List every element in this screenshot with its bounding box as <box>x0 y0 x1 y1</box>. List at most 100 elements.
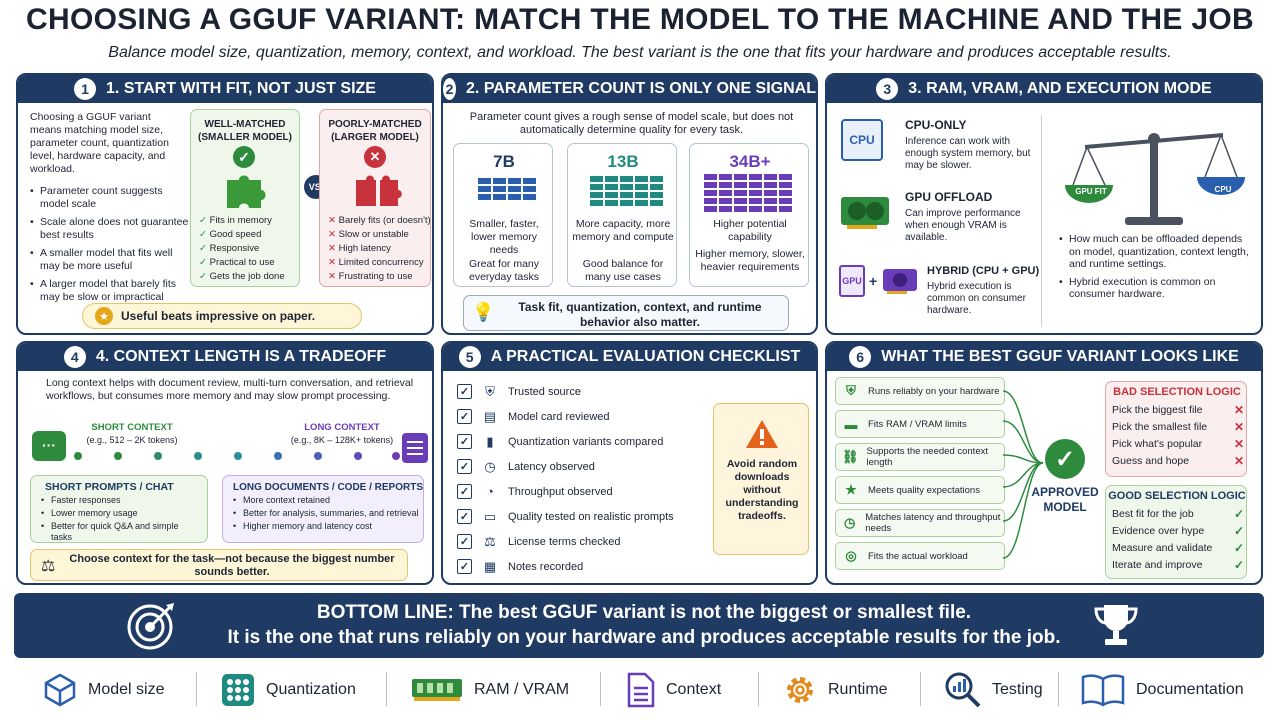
list-item: Scale alone does not guarantee best resu… <box>30 216 190 242</box>
puzzle-piece-icon <box>227 175 266 208</box>
criteria-item: ★Meets quality expectations <box>835 476 1005 504</box>
panel-number: 4 <box>63 346 86 368</box>
panel-ram-vram: 3 3. RAM, VRAM, AND EXECUTION MODE CPU C… <box>825 73 1263 335</box>
footer-label: Quantization <box>266 681 356 698</box>
list-item: Parameter count suggests model scale <box>30 185 190 211</box>
footer-runtime: Runtime <box>782 670 888 710</box>
footer-context: Context <box>626 670 721 710</box>
footer-label: Model size <box>88 681 165 698</box>
list-item: A larger model that barely fits may be s… <box>30 278 190 304</box>
plus-icon: + <box>869 273 878 289</box>
list-item: Pick the smallest file✕ <box>1112 420 1244 434</box>
panel-context-length: 4 4. CONTEXT LENGTH IS A TRADEOFF Long c… <box>16 341 434 585</box>
broken-puzzle-icon <box>356 175 402 206</box>
panel-number: 6 <box>849 346 872 368</box>
warning-icon <box>746 420 778 448</box>
criteria-label: Matches latency and throughput needs <box>865 512 1001 534</box>
checkbox-checked: ✓ <box>457 459 472 474</box>
footer-ram-vram: RAM / VRAM <box>410 670 569 710</box>
list-item: Better for analysis, summaries, and retr… <box>233 508 419 519</box>
panel-best-variant: 6 WHAT THE BEST GGUF VARIANT LOOKS LIKE … <box>825 341 1263 585</box>
list-item: ✓ Responsive <box>199 243 260 254</box>
checklist-item: ✓⛨Trusted source <box>457 379 717 404</box>
bottom-line-text-2: It is the one that runs reliably on your… <box>227 627 1061 648</box>
panel-title: 2. PARAMETER COUNT IS ONLY ONE SIGNAL <box>466 80 816 97</box>
list-item: Hybrid execution is common on consumer h… <box>1059 276 1251 301</box>
checkbox-checked: ✓ <box>457 534 472 549</box>
bar-chart-icon: ▮ <box>486 433 494 449</box>
good-logic-list: Best fit for the job✓ Evidence over hype… <box>1112 508 1244 576</box>
shield-icon: ⛨ <box>485 383 495 399</box>
panel-parameter-count: 2 2. PARAMETER COUNT IS ONLY ONE SIGNAL … <box>441 73 818 335</box>
criteria-label: Fits RAM / VRAM limits <box>868 418 967 430</box>
divider <box>920 672 921 706</box>
model-size: 7B <box>493 152 515 171</box>
checklist-label: Throughput observed <box>508 485 613 498</box>
criteria-item: ◷Matches latency and throughput needs <box>835 509 1005 537</box>
footer-quantization: Quantization <box>220 670 356 710</box>
scales-icon: ⚖ <box>41 558 56 575</box>
card-title: POORLY-MATCHED (LARGER MODEL) <box>328 119 422 143</box>
footer-model-size: Model size <box>42 670 164 710</box>
model-size: 13B <box>607 152 639 171</box>
list-item: Higher memory and latency cost <box>233 521 419 532</box>
bad-logic-box: BAD SELECTION LOGIC Pick the biggest fil… <box>1105 381 1247 477</box>
checklist-label: Quantization variants compared <box>508 435 664 448</box>
checklist-label: Trusted source <box>508 385 581 398</box>
short-prompts-box: SHORT PROMPTS / CHAT Faster responses Lo… <box>30 475 208 543</box>
scale-left-label: GPU FIT <box>1075 187 1107 196</box>
shield-check-icon: ⛨ <box>846 383 856 398</box>
gear-icon <box>787 677 813 703</box>
hybrid-title: HYBRID (CPU + GPU) <box>927 265 1040 277</box>
list-item: A smaller model that fits well may be mo… <box>30 247 190 273</box>
panel-header: 2 2. PARAMETER COUNT IS ONLY ONE SIGNAL <box>443 75 816 103</box>
bad-logic-list: Pick the biggest file✕ Pick the smallest… <box>1112 404 1244 472</box>
note-text: Task fit, quantization, context, and run… <box>518 300 762 329</box>
box-title: SHORT PROMPTS / CHAT <box>45 481 174 493</box>
intro-text: Long context helps with document review,… <box>46 377 414 402</box>
fit-bullets: Parameter count suggests model scale Sca… <box>30 185 190 309</box>
memory-icon <box>412 679 462 701</box>
bottom-line-banner: BOTTOM LINE: The best GGUF variant is no… <box>14 593 1264 658</box>
approved-check-icon: ✓ <box>1045 439 1085 479</box>
long-documents-box: LONG DOCUMENTS / CODE / REPORTS More con… <box>222 475 424 543</box>
footer-label: Context <box>666 681 722 698</box>
long-context-label: LONG CONTEXT <box>304 422 380 433</box>
panel-number: 1 <box>74 78 97 100</box>
panel-start-with-fit: 1 1. START WITH FIT, NOT JUST SIZE Choos… <box>16 73 434 335</box>
panel-number: 3 <box>876 78 899 100</box>
list-item: How much can be offloaded depends on mod… <box>1059 233 1251 271</box>
list-item: More context retained <box>233 495 419 506</box>
link-icon: ⛓ <box>842 449 859 464</box>
approved-label: APPROVED MODEL <box>1031 485 1099 514</box>
chat-bubble-icon: ··· <box>32 431 66 461</box>
panel-header: 6 WHAT THE BEST GGUF VARIANT LOOKS LIKE <box>827 343 1261 371</box>
trophy-icon <box>1094 605 1138 645</box>
divider <box>196 672 197 706</box>
checklist-item: ✓◷Latency observed <box>457 454 717 479</box>
note-box: 💡 Task fit, quantization, context, and r… <box>463 295 789 331</box>
panel-header: 1 1. START WITH FIT, NOT JUST SIZE <box>18 75 432 103</box>
document-icon <box>402 433 428 463</box>
gpu-card-icon <box>841 197 889 229</box>
context-slider <box>74 452 400 460</box>
x-icon: ✕ <box>364 146 386 168</box>
footer-label: RAM / VRAM <box>474 681 570 698</box>
panel-header: 4 4. CONTEXT LENGTH IS A TRADEOFF <box>18 343 432 371</box>
well-matched-card: WELL-MATCHED (SMALLER MODEL) ✓ ✓ Fits in… <box>190 109 300 287</box>
callout: ★ Useful beats impressive on paper. <box>82 303 362 329</box>
chat-icon: ▭ <box>483 508 497 524</box>
gpu-title: GPU OFFLOAD <box>905 190 993 204</box>
criteria-label: Meets quality expectations <box>868 484 980 496</box>
model-use: Higher memory, slower, heavier requireme… <box>695 248 805 273</box>
divider <box>1058 672 1059 706</box>
hybrid-desc: Hybrid execution is common on consumer h… <box>927 281 1026 316</box>
checklist-label: Notes recorded <box>508 560 584 573</box>
panel-title: WHAT THE BEST GGUF VARIANT LOOKS LIKE <box>881 348 1239 365</box>
list-item: Better for quick Q&A and simple tasks <box>41 521 201 543</box>
checklist-label: Quality tested on realistic prompts <box>508 510 674 523</box>
long-context-range: (e.g., 8K – 128K+ tokens) <box>290 435 394 445</box>
short-context-range: (e.g., 512 – 2K tokens) <box>86 435 178 445</box>
star-icon: ★ <box>95 307 113 325</box>
checklist-label: Latency observed <box>508 460 595 473</box>
